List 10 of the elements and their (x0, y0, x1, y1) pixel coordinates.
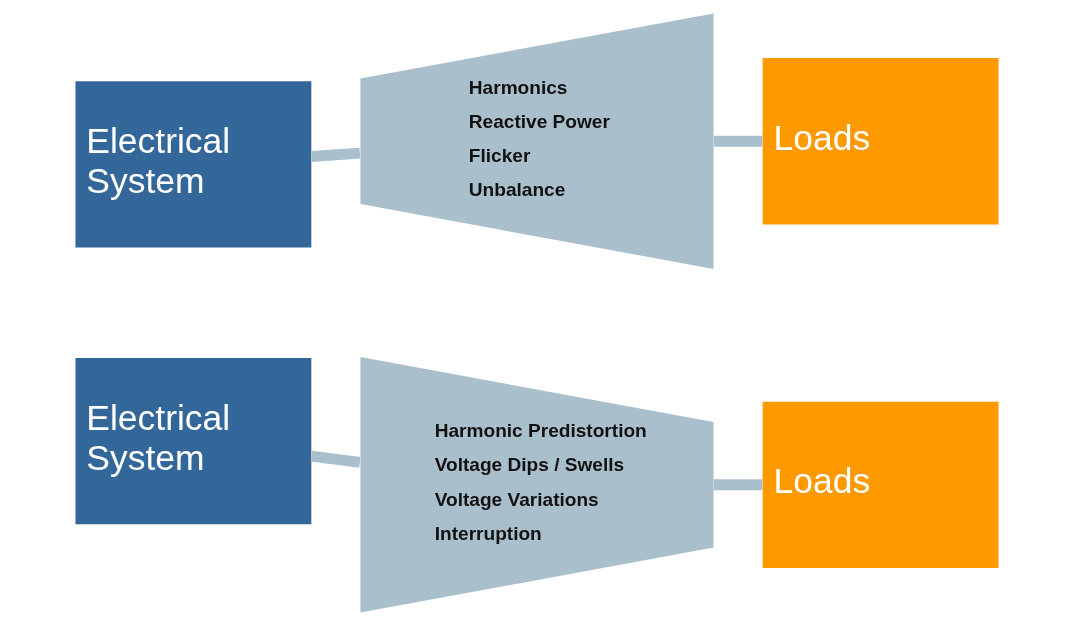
node-box: Harmonic Predistortion Voltage Dips / Swells Voltage Variations Interruption (359, 357, 714, 613)
connector (713, 135, 762, 147)
connector (713, 479, 762, 491)
node-box: Electrical System (74, 81, 311, 248)
node-box: Harmonics Reactive Power Flicker Unbalance (359, 13, 714, 269)
node-box: Loads (762, 58, 999, 225)
node-box: Loads (762, 401, 999, 568)
connector (310, 147, 360, 162)
connector (310, 450, 361, 468)
node-box: Electrical System (74, 358, 311, 525)
